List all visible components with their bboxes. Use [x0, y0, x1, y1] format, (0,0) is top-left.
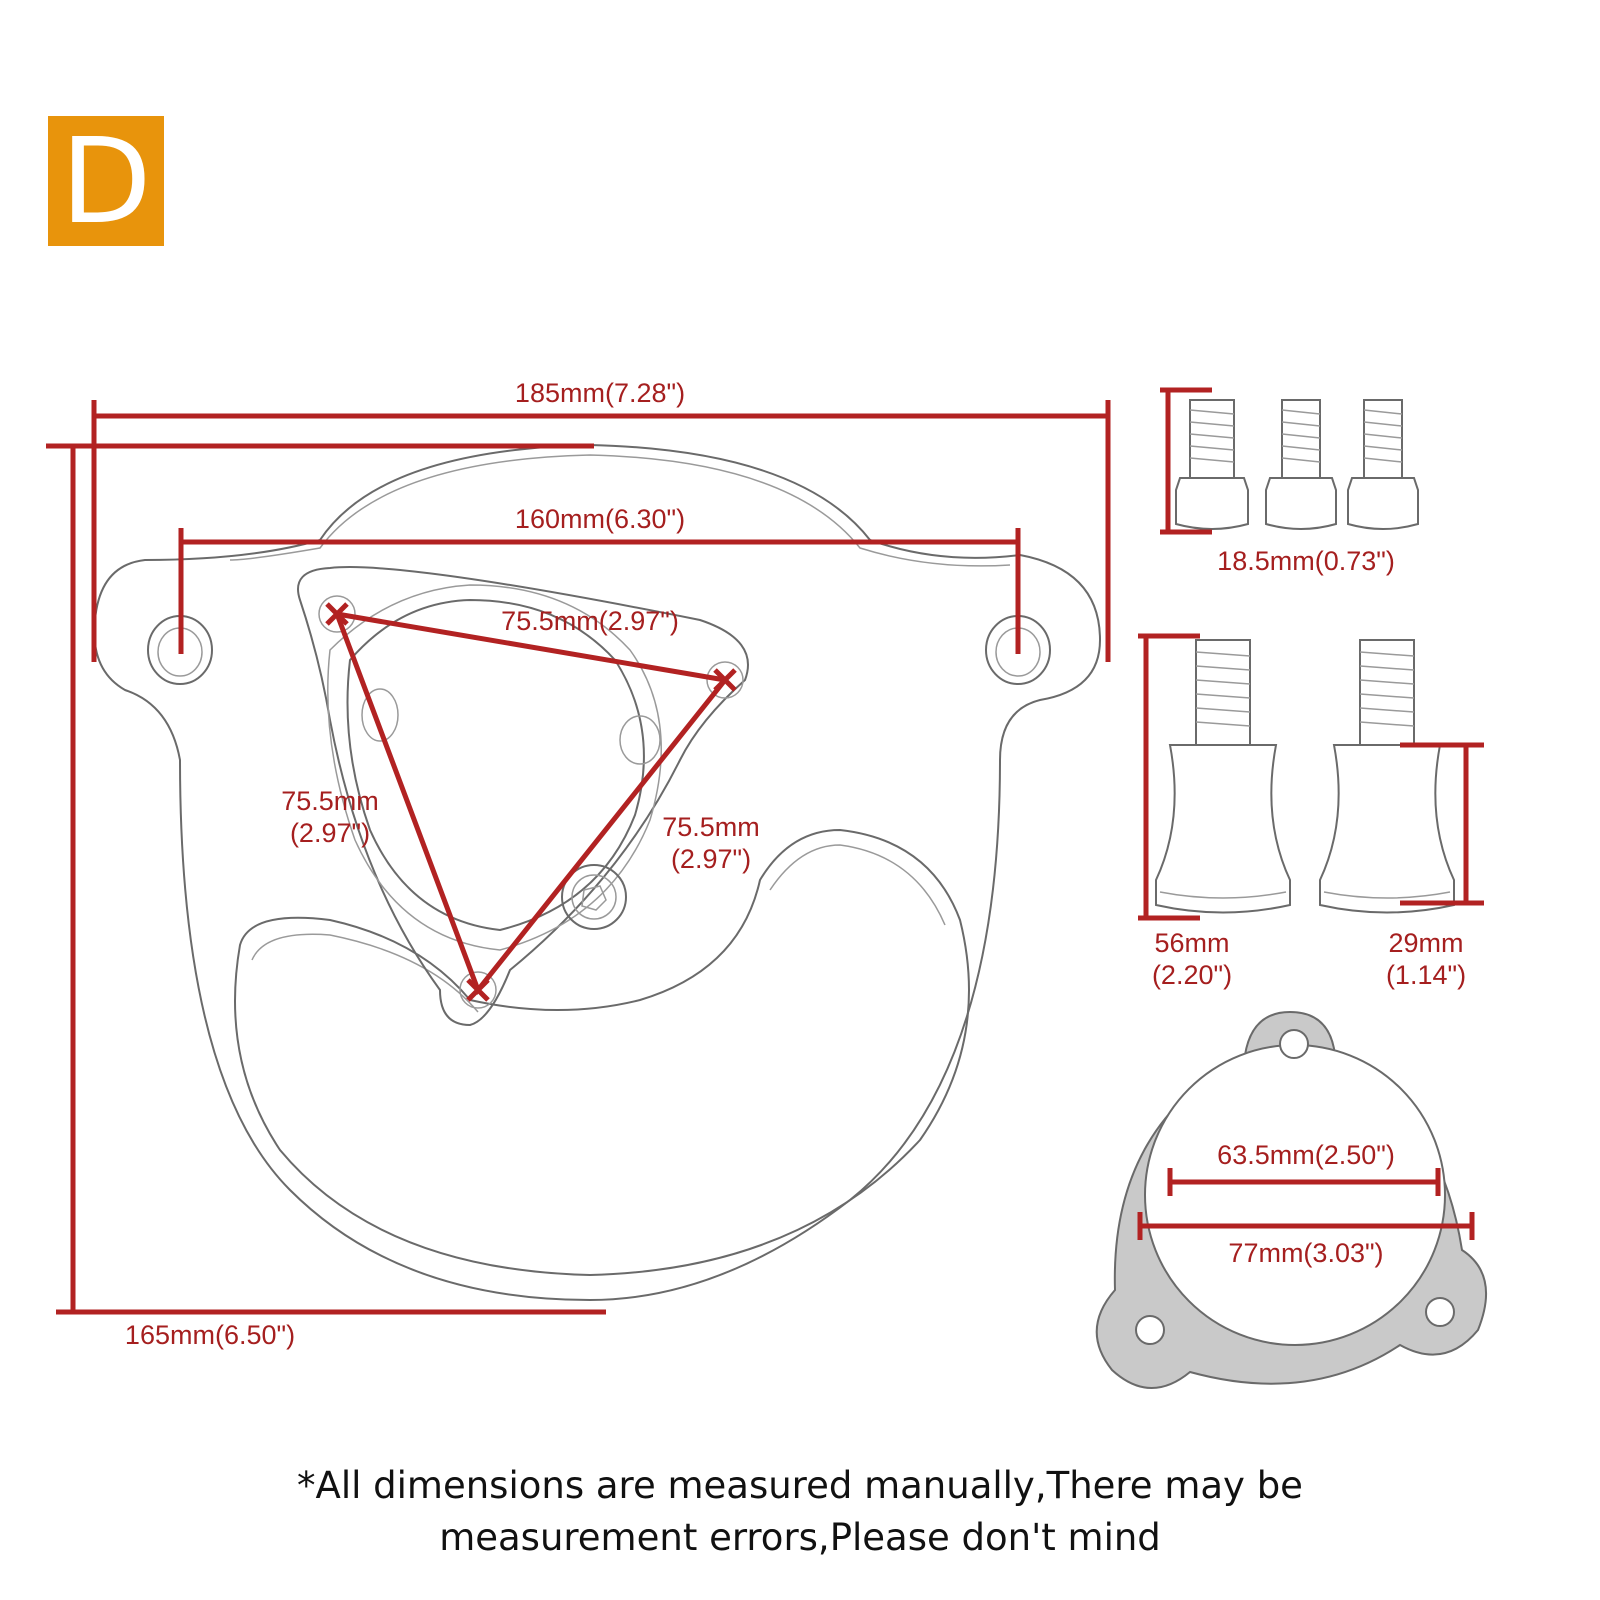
spacer-bolt-1 [1155, 639, 1291, 914]
label-gasket-inner: 63.5mm(2.50") [1217, 1140, 1395, 1170]
label-gasket-outer: 77mm(3.03") [1228, 1238, 1383, 1268]
measurement-disclaimer: *All dimensions are measured manually,Th… [0, 1460, 1600, 1564]
label-mount-spacing: 160mm(6.30") [515, 504, 685, 534]
center-bolt [561, 864, 627, 930]
variant-badge: D [48, 116, 164, 246]
dimension-lines [46, 387, 1484, 1315]
label-triangle-right-in: (2.97") [671, 844, 751, 874]
label-plate-width: 185mm(7.28") [515, 378, 685, 408]
label-spacer-bolt-in: (2.20") [1152, 960, 1232, 990]
label-triangle-left-in: (2.97") [290, 818, 370, 848]
gasket [1095, 1010, 1487, 1389]
label-spacer-in: (1.14") [1386, 960, 1466, 990]
disclaimer-line-1: *All dimensions are measured manually,Th… [297, 1464, 1303, 1507]
short-bolt-3 [1347, 399, 1419, 530]
label-triangle-left-mm: 75.5mm [281, 786, 379, 816]
label-triangle-top: 75.5mm(2.97") [501, 606, 679, 636]
label-short-bolt: 18.5mm(0.73") [1217, 546, 1395, 576]
label-plate-height: 165mm(6.50") [125, 1320, 295, 1350]
disclaimer-line-2: measurement errors,Please don't mind [439, 1516, 1161, 1559]
short-bolt-2 [1265, 399, 1337, 530]
short-bolt-1 [1175, 399, 1249, 530]
spacer-bolt-2 [1319, 639, 1455, 914]
backing-plate [93, 443, 1102, 1302]
label-spacer-mm: 29mm [1388, 928, 1463, 958]
label-spacer-bolt-mm: 56mm [1154, 928, 1229, 958]
label-triangle-right-mm: 75.5mm [662, 812, 760, 842]
